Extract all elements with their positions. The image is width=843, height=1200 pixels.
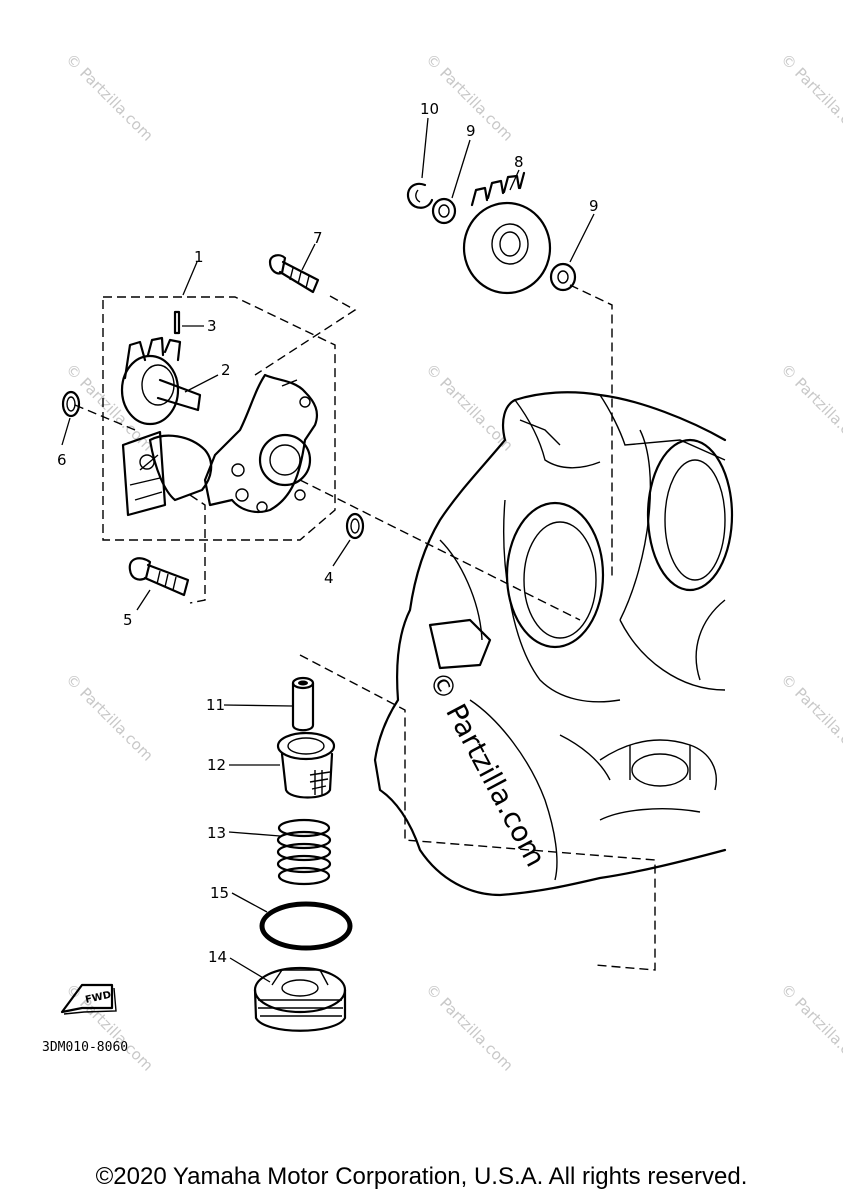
screw-part (268, 254, 320, 294)
washer-part (431, 197, 457, 225)
callout-label: 14 (208, 948, 227, 966)
idler-gear-part (462, 171, 552, 295)
callout-label: 12 (207, 756, 226, 774)
watermark-text: © Partzilla.com (777, 50, 843, 145)
watermark-text: © Partzilla.com (62, 360, 157, 455)
watermark-text: © Partzilla.com (62, 50, 157, 145)
parts-diagram: © Partzilla.com © Partzilla.com © Partzi… (42, 50, 843, 1075)
screw-part (128, 557, 190, 597)
callout-label: 9 (466, 122, 476, 140)
watermark-text: © Partzilla.com (777, 980, 843, 1075)
strainer-part (276, 731, 336, 799)
leader-lines (61, 117, 595, 983)
callout-label: 2 (221, 361, 231, 379)
alignment-lines (74, 284, 656, 971)
o-ring-part (61, 390, 81, 418)
diagram-code: 3DM010-8060 (42, 1040, 128, 1055)
copyright-notice: ©2020 Yamaha Motor Corporation, U.S.A. A… (95, 1163, 748, 1190)
callout-labels: 1 2 3 4 5 6 7 8 9 9 10 11 12 13 15 14 (57, 100, 599, 966)
o-ring-part (259, 901, 353, 951)
oil-pump-gear (120, 336, 202, 426)
watermark-text: © Partzilla.com (777, 670, 843, 765)
watermark-text: © Partzilla.com (62, 670, 157, 765)
collar-part (291, 676, 315, 732)
watermark-text: © Partzilla.com (777, 360, 843, 455)
watermark-text: © Partzilla.com (422, 360, 517, 455)
callout-label: 3 (207, 317, 217, 335)
callout-label: 5 (123, 611, 133, 629)
assembly-outline (102, 296, 336, 541)
callout-label: 15 (210, 884, 229, 902)
callout-label: 13 (207, 824, 226, 842)
callout-label: 7 (313, 229, 323, 247)
callout-label: 9 (589, 197, 599, 215)
callout-label: 1 (194, 248, 204, 266)
callout-label: 11 (206, 696, 225, 714)
oil-pump-assembly (121, 373, 319, 517)
fwd-arrow-icon: FWD (60, 983, 117, 1015)
pin-part (173, 310, 181, 335)
center-watermark: © Partzilla.com (422, 666, 553, 872)
callout-label: 10 (420, 100, 439, 118)
callout-label: 6 (57, 451, 67, 469)
drain-plug-part (253, 966, 347, 1032)
circlip-part (406, 182, 434, 209)
fwd-label: FWD (84, 990, 112, 1006)
watermark-text: © Partzilla.com (422, 980, 517, 1075)
spring-part (276, 818, 332, 886)
o-ring-part (345, 512, 365, 540)
crankcase-drawing (373, 391, 734, 897)
callout-label: 4 (324, 569, 334, 587)
washer-part (549, 262, 577, 292)
callout-label: 8 (514, 153, 524, 171)
